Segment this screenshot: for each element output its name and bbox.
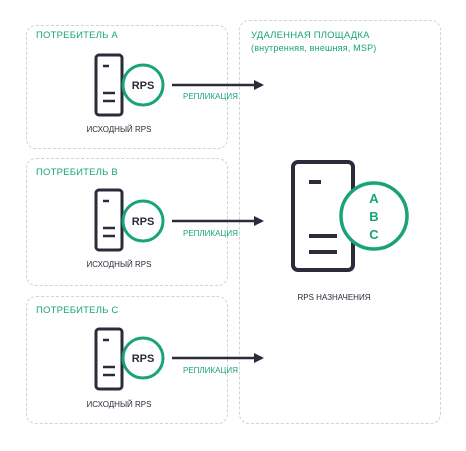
source-label-b: ИСХОДНЫЙ RPS xyxy=(86,260,152,269)
server-icon xyxy=(94,327,124,391)
target-label: RPS НАЗНАЧЕНИЯ xyxy=(297,293,371,302)
replication-label-c: РЕПЛИКАЦИЯ xyxy=(183,366,238,375)
badge-text-c: RPS xyxy=(132,353,155,365)
server-icon xyxy=(94,53,124,117)
badge-letter-a: A xyxy=(369,191,379,206)
replicas-badge-icon: A B C xyxy=(339,181,409,251)
source-label-c: ИСХОДНЫЙ RPS xyxy=(86,400,152,409)
consumer-box-c xyxy=(26,296,228,424)
consumer-c-title: ПОТРЕБИТЕЛЬ C xyxy=(36,305,119,316)
remote-site-subtitle: (внутренняя, внешняя, MSP) xyxy=(251,43,377,53)
badge-text-b: RPS xyxy=(132,216,155,228)
rps-badge-icon: RPS xyxy=(121,63,165,107)
rps-badge-icon: RPS xyxy=(121,336,165,380)
consumer-b-title: ПОТРЕБИТЕЛЬ B xyxy=(36,167,118,178)
remote-site-title: УДАЛЕННАЯ ПЛОЩАДКА xyxy=(251,30,370,41)
replication-label-b: РЕПЛИКАЦИЯ xyxy=(183,229,238,238)
server-icon xyxy=(94,188,124,252)
rps-badge-icon: RPS xyxy=(121,199,165,243)
badge-letter-c: C xyxy=(369,227,379,242)
badge-letter-b: B xyxy=(369,209,378,224)
source-label-a: ИСХОДНЫЙ RPS xyxy=(86,125,152,134)
replication-label-a: РЕПЛИКАЦИЯ xyxy=(183,92,238,101)
badge-text-a: RPS xyxy=(132,80,155,92)
consumer-a-title: ПОТРЕБИТЕЛЬ A xyxy=(36,30,118,41)
consumer-box-a xyxy=(26,25,228,149)
